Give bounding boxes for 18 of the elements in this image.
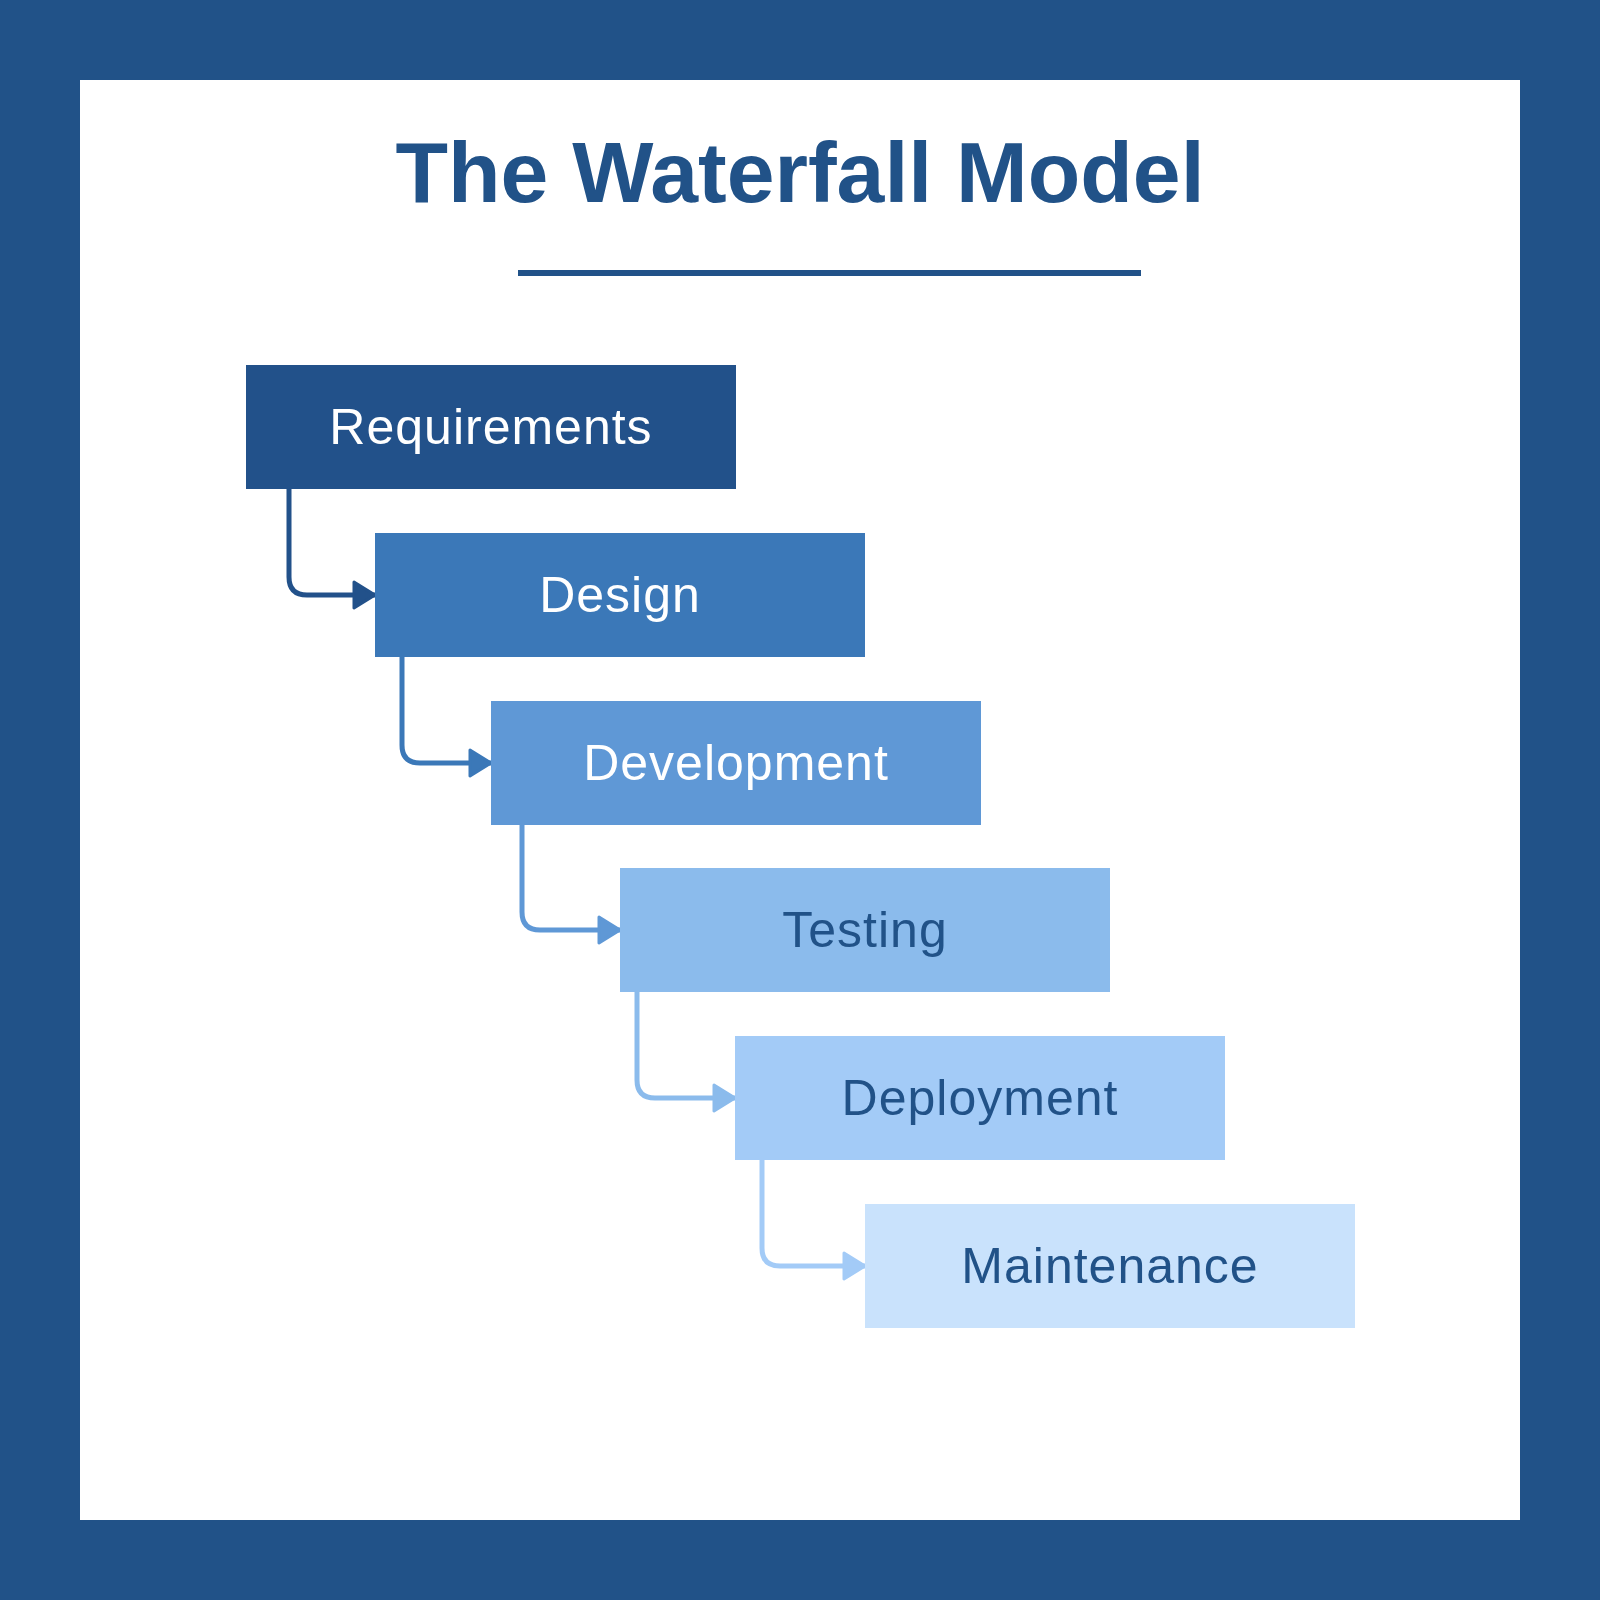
stage-box [375, 533, 865, 657]
stage-label: Testing [782, 901, 948, 959]
arrow [399, 657, 493, 778]
stage-box [735, 1036, 1225, 1160]
title: The Waterfall Model [394, 125, 1206, 220]
stage-label: Development [583, 734, 889, 792]
stage-box [491, 701, 981, 825]
arrow [286, 489, 377, 610]
stage-label: Maintenance [961, 1237, 1259, 1295]
stage-box [620, 868, 1110, 992]
arrow [519, 825, 622, 945]
stage-label: Deployment [841, 1069, 1119, 1127]
stage-box [865, 1204, 1355, 1328]
arrow [634, 992, 737, 1113]
stage-box [246, 365, 736, 489]
stage-label: Design [539, 566, 701, 624]
stage-label: Requirements [329, 398, 653, 456]
arrow [759, 1160, 867, 1281]
